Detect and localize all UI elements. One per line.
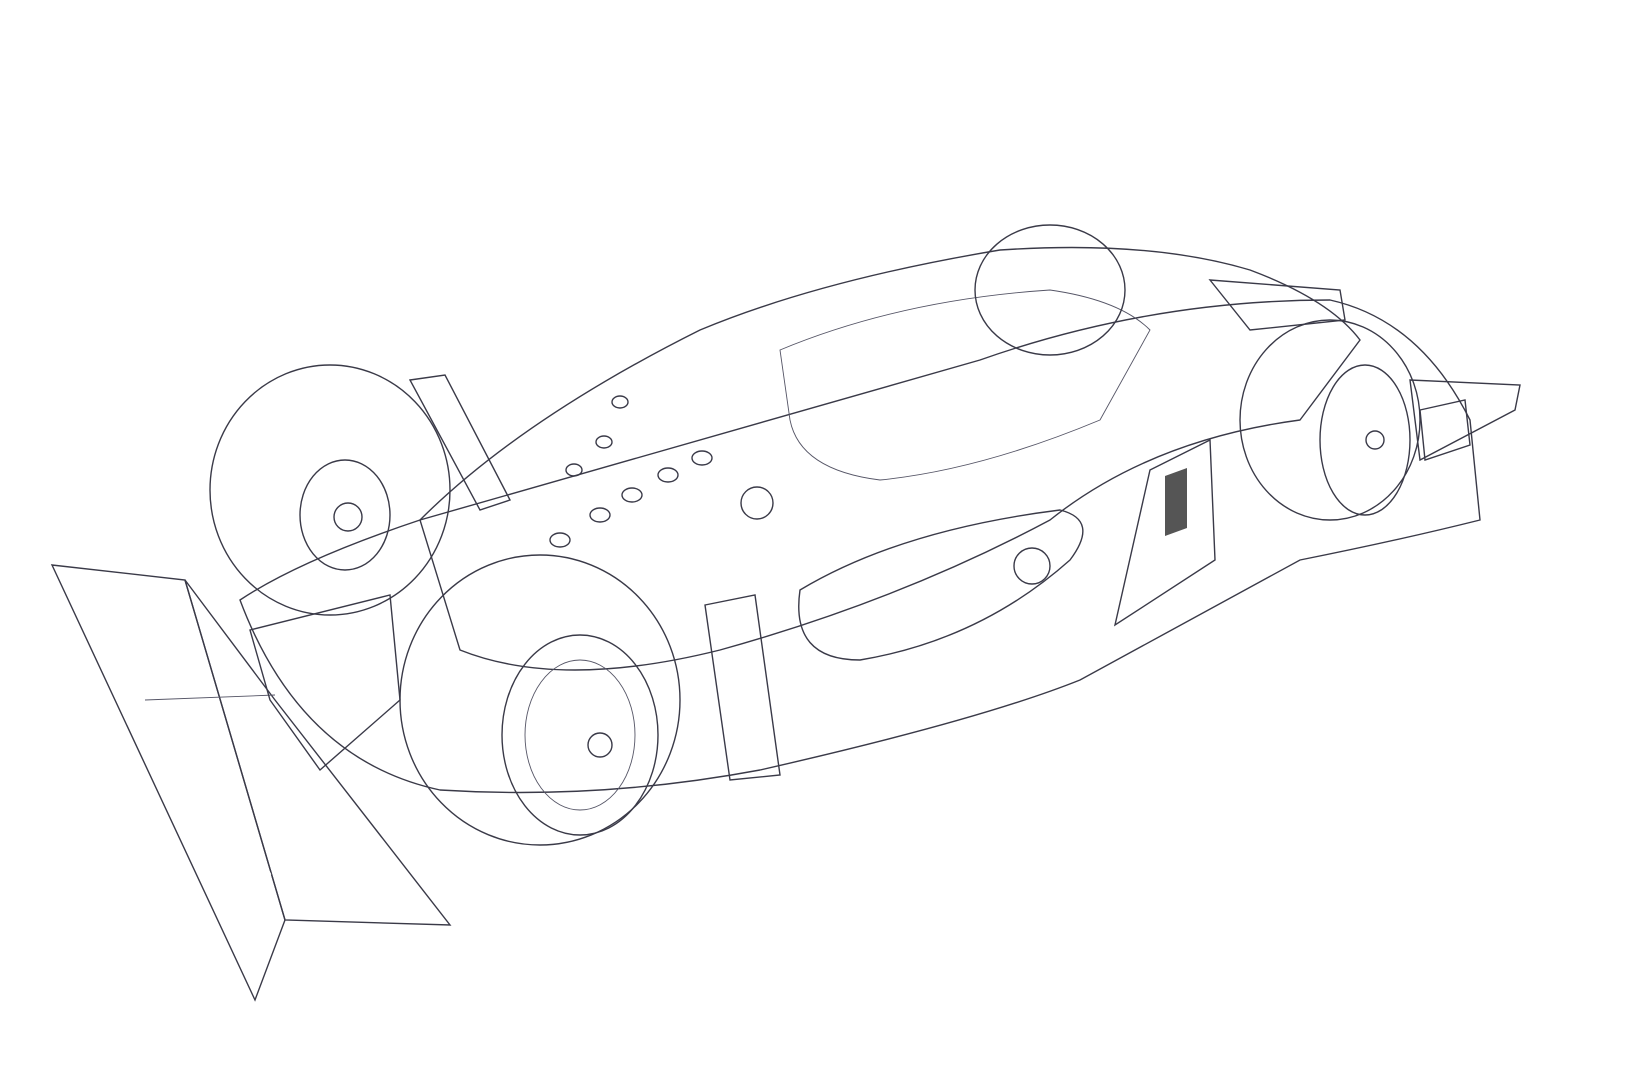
front-left-wheel (974, 224, 1126, 356)
three-pointed-star-logo (740, 486, 774, 520)
rear-right-wheel (399, 554, 681, 846)
front-right-wheel (1239, 319, 1421, 521)
front-fin (1113, 438, 1216, 627)
side-fin (704, 594, 781, 781)
side-pod (798, 509, 1084, 661)
rear-wing (50, 564, 452, 1002)
vent (1165, 467, 1187, 536)
car-body (419, 246, 1361, 671)
rear-fin (408, 374, 511, 511)
engine-ports (549, 395, 713, 548)
front-nose (1208, 279, 1346, 331)
three-pointed-star-logo (1013, 547, 1051, 585)
front-wing (1409, 379, 1521, 462)
rear-left-wheel (209, 364, 451, 616)
car-floor (239, 299, 1481, 794)
cockpit (779, 289, 1151, 481)
